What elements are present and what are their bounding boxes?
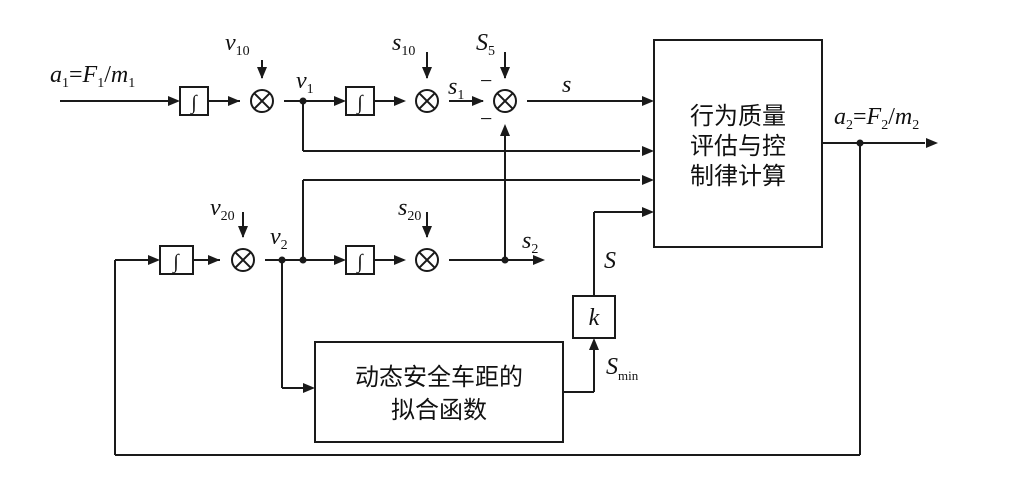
safety-distance-block: 动态安全车距的 拟合函数: [314, 341, 564, 443]
label-s10: s10: [392, 30, 415, 59]
arrowhead: [589, 338, 599, 350]
label-v1: v1: [296, 68, 314, 97]
integrator-block-1: ∫: [179, 86, 209, 116]
junction-dot: [299, 256, 307, 264]
arrowhead: [500, 124, 510, 136]
input-label: a1=F1/m1: [50, 62, 135, 91]
junctions: [278, 97, 864, 264]
arrowhead: [168, 96, 180, 106]
junction-dot: [501, 256, 509, 264]
integrator-symbol: ∫: [189, 92, 198, 115]
arrowhead: [422, 67, 432, 79]
evaluation-block: 行为质量 评估与控 制律计算: [653, 39, 823, 248]
arrowhead: [642, 96, 654, 106]
label-s20: s20: [398, 195, 421, 224]
safety-distance-line-1: 动态安全车距的: [355, 363, 523, 391]
integrator-symbol: ∫: [355, 251, 364, 274]
arrowhead: [500, 67, 510, 79]
arrowhead: [642, 207, 654, 217]
label-s: s: [562, 72, 571, 98]
junction-dot: [299, 97, 307, 105]
label-s5: S5: [476, 30, 495, 59]
summing-junction-5: [415, 248, 439, 272]
minus-sign-bottom: −: [480, 106, 492, 131]
junction-dot: [278, 256, 286, 264]
arrowhead: [238, 226, 248, 238]
arrowhead: [148, 255, 160, 265]
arrowhead: [533, 255, 545, 265]
label-s2: s2: [522, 228, 538, 257]
label-S: S: [604, 248, 616, 274]
arrowhead: [394, 255, 406, 265]
integrator-block-4: ∫: [345, 245, 375, 275]
arrowhead: [303, 383, 315, 393]
label-v2: v2: [270, 224, 288, 253]
integrator-symbol: ∫: [171, 251, 180, 274]
arrowhead: [422, 226, 432, 238]
arrowheads: [148, 67, 938, 393]
arrowhead: [334, 255, 346, 265]
arrowhead: [642, 175, 654, 185]
label-v20: v20: [210, 195, 235, 224]
evaluation-block-line-3: 制律计算: [690, 162, 786, 190]
arrowhead: [208, 255, 220, 265]
integrator-block-3: ∫: [159, 245, 194, 275]
arrowhead: [228, 96, 240, 106]
arrowhead: [472, 96, 484, 106]
junction-dot: [856, 139, 864, 147]
safety-distance-line-2: 拟合函数: [391, 396, 487, 424]
summing-junction-4: [231, 248, 255, 272]
arrowhead: [334, 96, 346, 106]
evaluation-block-line-1: 行为质量: [690, 102, 786, 130]
output-label: a2=F2/m2: [834, 104, 919, 133]
arrowhead: [926, 138, 938, 148]
evaluation-block-line-2: 评估与控: [690, 132, 786, 160]
summing-junction-3: [493, 89, 517, 113]
arrowhead: [642, 146, 654, 156]
integrator-block-2: ∫: [345, 86, 375, 116]
gain-block: k: [572, 295, 616, 339]
label-Smin: Smin: [606, 354, 639, 383]
label-v10: v10: [225, 30, 250, 59]
summing-junction-1: [250, 89, 274, 113]
integrator-symbol: ∫: [355, 92, 364, 115]
minus-sign-top: −: [480, 68, 492, 93]
arrowhead: [257, 67, 267, 79]
arrowhead: [394, 96, 406, 106]
label-s1: s1: [448, 74, 464, 103]
summing-junction-2: [415, 89, 439, 113]
gain-label: k: [589, 305, 600, 331]
